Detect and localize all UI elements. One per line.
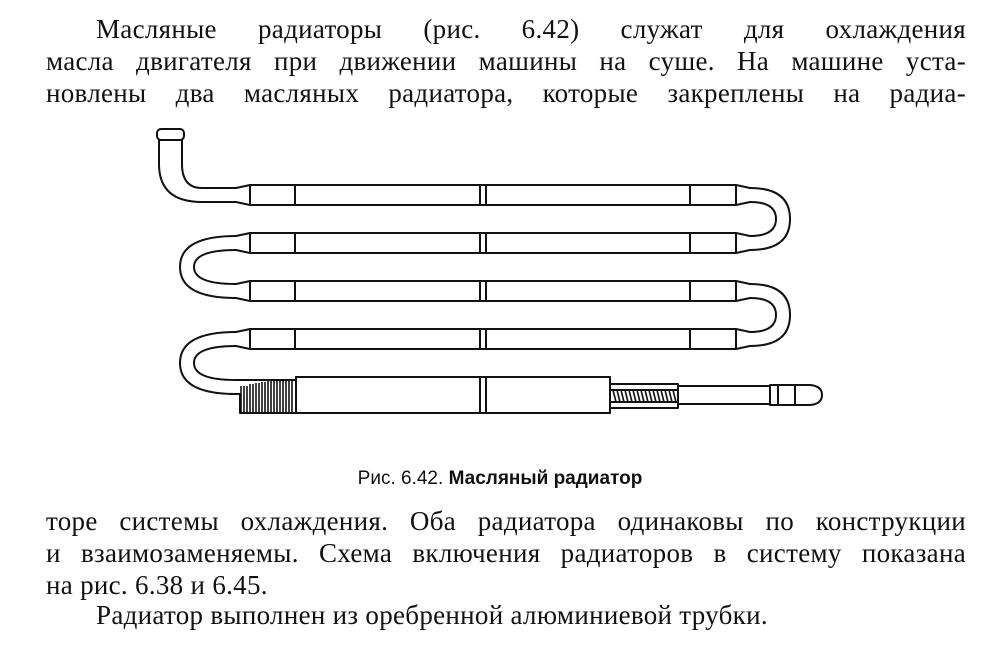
inlet-pipe-cap xyxy=(156,128,185,141)
thread-left xyxy=(240,380,293,413)
caption-prefix: Рис. 6.42. xyxy=(357,468,444,489)
right-bend xyxy=(749,187,791,251)
radiator-figure xyxy=(150,124,840,454)
left-bend xyxy=(179,331,237,395)
text-line: Масляные радиаторы (рис. 6.42) служат дл… xyxy=(96,14,966,44)
tube-row xyxy=(235,328,751,350)
tube-row xyxy=(235,184,751,206)
right-bend xyxy=(749,283,791,347)
text-line: Радиатор выполнен из оребренной алюминие… xyxy=(96,600,768,630)
outlet-fitting xyxy=(609,383,679,409)
right-bend xyxy=(749,201,777,237)
text-line: и взаимозаменяемы. Схема включения радиа… xyxy=(46,538,966,568)
inlet-pipe xyxy=(158,139,183,165)
left-bend xyxy=(193,345,237,381)
right-bend xyxy=(749,297,777,333)
caption-title: Масляный радиатор xyxy=(448,468,643,489)
tube-row xyxy=(235,232,751,254)
text-line: торе системы охлаждения. Оба радиатора о… xyxy=(46,506,966,536)
outlet-pipe xyxy=(677,385,771,405)
left-bend xyxy=(193,249,237,285)
left-bend xyxy=(179,235,237,299)
paragraph-material: Радиатор выполнен из оребренной алюминие… xyxy=(46,599,966,631)
text-line: на рис. 6.38 и 6.45. xyxy=(46,570,268,600)
text-line: новлены два масляных радиатора, которые … xyxy=(46,78,966,108)
figure-caption: Рис. 6.42. Масляный радиатор xyxy=(0,466,1000,492)
text-line: масла двигателя при движении машины на с… xyxy=(46,46,966,76)
paragraph-continuation: торе системы охлаждения. Оба радиатора о… xyxy=(46,505,966,601)
tube-row xyxy=(235,280,751,302)
thread-right xyxy=(612,389,677,403)
oil-radiator-drawing xyxy=(156,128,823,414)
paragraph-intro: Масляные радиаторы (рис. 6.42) служат дл… xyxy=(46,13,966,109)
